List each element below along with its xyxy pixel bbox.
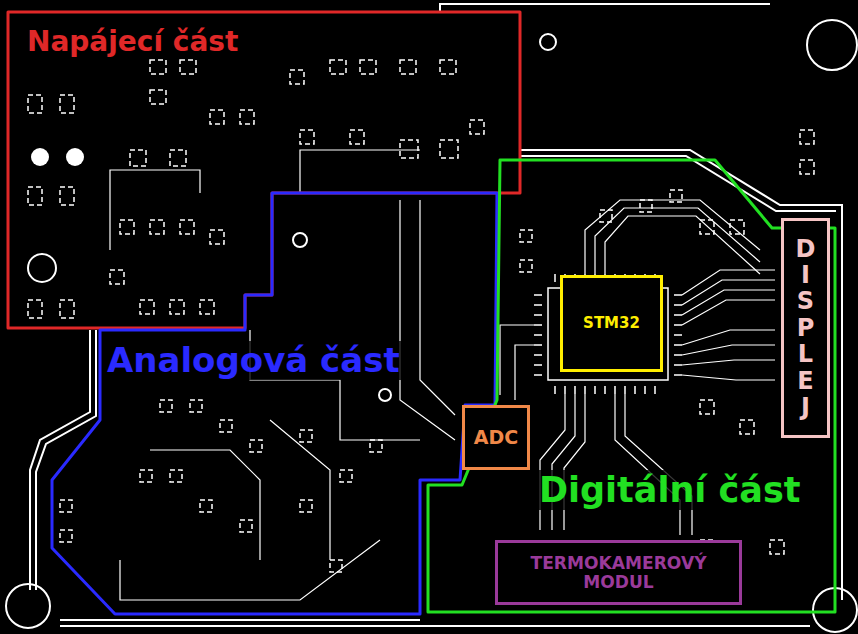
region-outline — [8, 12, 520, 328]
display-box: DISPLEJ — [781, 218, 830, 438]
digital-region: Digitální část STM32 DISPLEJ TERMOKAMEROVÝ … — [428, 160, 835, 612]
region-label: Analogová část — [104, 341, 403, 380]
pcb-detail — [300, 150, 420, 193]
pcb-detail — [605, 216, 760, 274]
part-label: STM32 — [583, 315, 640, 332]
pcb-detail — [120, 540, 380, 600]
pcb-detail — [585, 200, 760, 274]
adc-box: ADC — [462, 405, 530, 470]
region-label: Napájecí část — [24, 26, 241, 58]
pcb-detail — [150, 450, 260, 560]
pcb-detail — [520, 150, 842, 600]
part-label: TERMOKAMEROVÝ MODUL — [498, 554, 739, 592]
part-label: ADC — [474, 427, 518, 448]
pcb-detail — [500, 325, 534, 395]
pcb-detail — [66, 148, 84, 166]
mounting-holes — [6, 20, 857, 632]
pcb-detail — [36, 330, 96, 590]
region-label: Digitální část — [536, 470, 803, 510]
pcb-detail — [682, 345, 775, 355]
analog-region: Analogová část — [52, 193, 497, 614]
power-holes — [31, 148, 84, 166]
power-region: Napájecí část — [8, 12, 520, 328]
pcb-detail — [515, 345, 534, 400]
pcb-detail — [534, 274, 682, 394]
pcb-detail — [595, 208, 760, 274]
pcb-detail — [682, 290, 775, 315]
part-label: DISPLEJ — [794, 236, 818, 421]
pcb-detail — [807, 20, 857, 70]
pcb-detail — [60, 625, 810, 627]
mcu-box: STM32 — [560, 275, 663, 372]
board-edge-traces — [30, 4, 842, 626]
region-border — [52, 193, 497, 614]
pcb-detail — [682, 330, 775, 345]
pcb-detail — [420, 200, 455, 415]
pcb-detail — [625, 394, 692, 535]
pcb-detail — [682, 360, 775, 365]
pcb-detail — [400, 200, 455, 440]
pcb-detail — [540, 34, 556, 50]
region-border — [8, 12, 520, 328]
camera-module-box: TERMOKAMEROVÝ MODUL — [495, 540, 742, 605]
pcb-detail — [31, 148, 49, 166]
pcb-detail — [682, 270, 775, 295]
pcb-detail — [379, 389, 391, 401]
region-border — [428, 160, 835, 612]
pcb-detail — [30, 330, 90, 590]
pcb-detail — [6, 584, 50, 628]
pcb-detail — [293, 233, 307, 247]
pcb-detail — [28, 254, 56, 282]
pcb-detail — [682, 280, 775, 305]
pcb-detail — [682, 300, 775, 325]
pcb-detail — [682, 375, 775, 380]
region-outline — [52, 193, 497, 614]
mcu-footprint — [534, 274, 682, 394]
pcb-detail — [60, 619, 420, 621]
pcb-detail — [110, 170, 200, 250]
pcb-detail — [270, 420, 330, 560]
